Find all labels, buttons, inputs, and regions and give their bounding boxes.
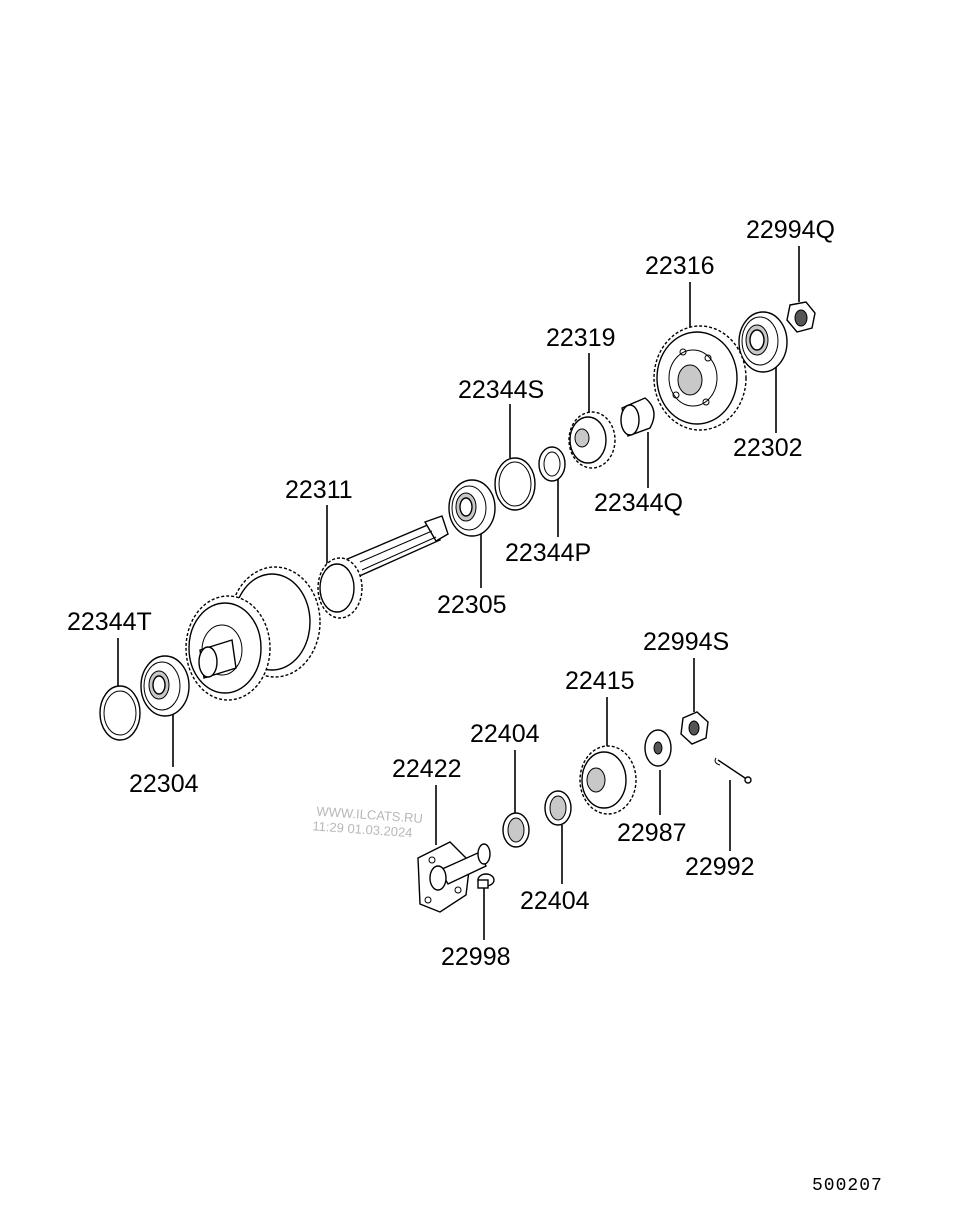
part-label-22422[interactable]: 22422 bbox=[392, 755, 462, 783]
part-label-22404-upper[interactable]: 22404 bbox=[470, 720, 540, 748]
bearing-22305-part bbox=[448, 479, 496, 537]
nut-22994q-part bbox=[786, 301, 816, 333]
bearing-22304-part bbox=[140, 655, 190, 717]
part-label-22415[interactable]: 22415 bbox=[565, 667, 635, 695]
watermark-timestamp: 11:29 01.03.2024 bbox=[312, 818, 413, 840]
watermark-site: WWW.ILCATS.RU bbox=[316, 804, 423, 826]
nut-22994s-part bbox=[680, 711, 709, 745]
part-labels: 22994Q 22316 22319 22344S 22302 22344Q 2… bbox=[67, 216, 835, 971]
part-label-22305[interactable]: 22305 bbox=[437, 591, 507, 619]
part-label-22304[interactable]: 22304 bbox=[129, 770, 199, 798]
washer-22987-part bbox=[644, 729, 672, 767]
watermark: WWW.ILCATS.RU 11:29 01.03.2024 bbox=[312, 804, 423, 841]
shaft-22422-part bbox=[417, 841, 491, 913]
part-label-22992[interactable]: 22992 bbox=[685, 853, 755, 881]
part-label-22404-lower[interactable]: 22404 bbox=[520, 887, 590, 915]
gear-22415-part bbox=[579, 745, 637, 815]
leader-lines bbox=[117, 246, 800, 940]
sleeve-22344q-part bbox=[620, 397, 655, 437]
part-label-22344p[interactable]: 22344P bbox=[505, 539, 591, 567]
bearing-22302-part bbox=[738, 311, 788, 373]
part-label-22344q[interactable]: 22344Q bbox=[594, 489, 683, 517]
part-label-22302[interactable]: 22302 bbox=[733, 434, 803, 462]
part-label-22994q[interactable]: 22994Q bbox=[746, 216, 835, 244]
part-label-22344s[interactable]: 22344S bbox=[458, 376, 544, 404]
snap-ring-22344s-part bbox=[494, 457, 536, 511]
part-label-22998[interactable]: 22998 bbox=[441, 943, 511, 971]
shaft-22311-part bbox=[185, 515, 449, 701]
part-label-22316[interactable]: 22316 bbox=[645, 252, 715, 280]
pin-22992-part bbox=[714, 757, 752, 784]
part-label-22344t[interactable]: 22344T bbox=[67, 608, 152, 636]
part-label-22994s[interactable]: 22994S bbox=[643, 628, 729, 656]
needle-bearing-22404a-part bbox=[502, 812, 530, 848]
part-label-22987[interactable]: 22987 bbox=[617, 819, 687, 847]
part-label-22319[interactable]: 22319 bbox=[546, 324, 616, 352]
diagram-code: 500207 bbox=[812, 1176, 883, 1196]
needle-bearing-22404b-part bbox=[544, 790, 572, 826]
gear-22316-part bbox=[653, 325, 747, 431]
plug-22998-part bbox=[477, 873, 495, 889]
part-label-22311[interactable]: 22311 bbox=[285, 476, 353, 504]
ring-22344p-part bbox=[538, 446, 566, 482]
snap-ring-22344t-part bbox=[99, 685, 141, 741]
gear-22319-part bbox=[568, 411, 616, 469]
